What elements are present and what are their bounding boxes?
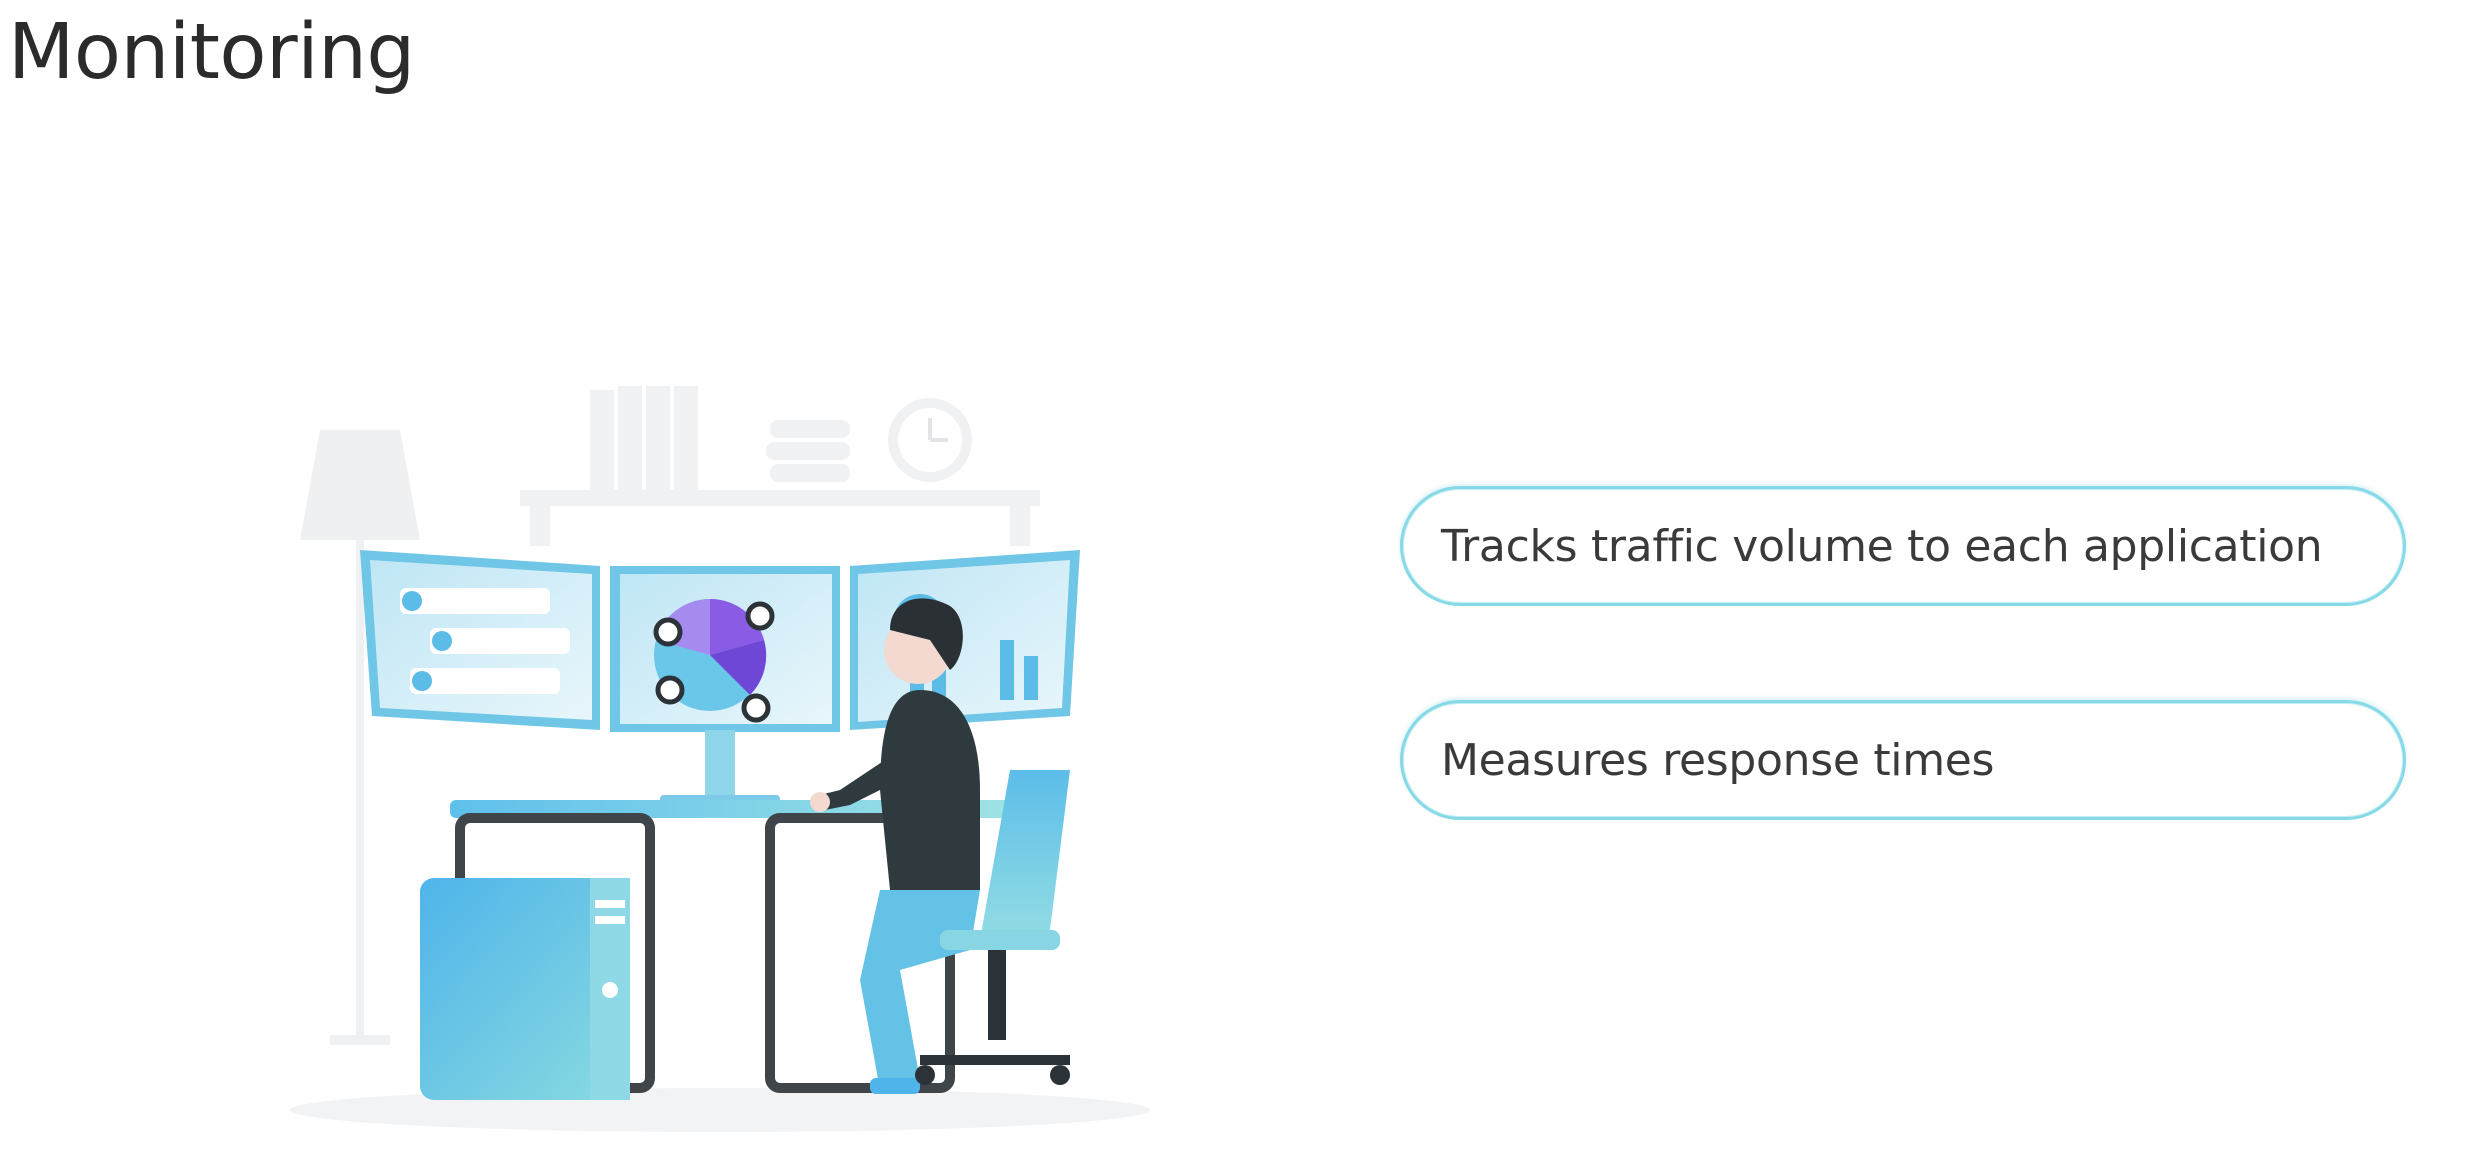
floor-shadow [290, 1088, 1150, 1132]
feature-label: Measures response times [1441, 734, 1995, 786]
feature-pill-traffic-volume: Tracks traffic volume to each applicatio… [1400, 486, 2406, 606]
pc-tower-icon [420, 878, 630, 1100]
monitoring-illustration [290, 386, 1150, 1132]
lamp-icon [300, 430, 420, 1045]
monitors [360, 550, 1080, 732]
page-title: Monitoring [8, 8, 415, 97]
monitor-stand [705, 730, 735, 800]
feature-label: Tracks traffic volume to each applicatio… [1441, 520, 2323, 572]
person-at-desk [810, 598, 980, 1094]
office-chair-icon [915, 770, 1070, 1085]
feature-pill-response-times: Measures response times [1400, 700, 2406, 820]
shelf-icon [520, 386, 1040, 546]
